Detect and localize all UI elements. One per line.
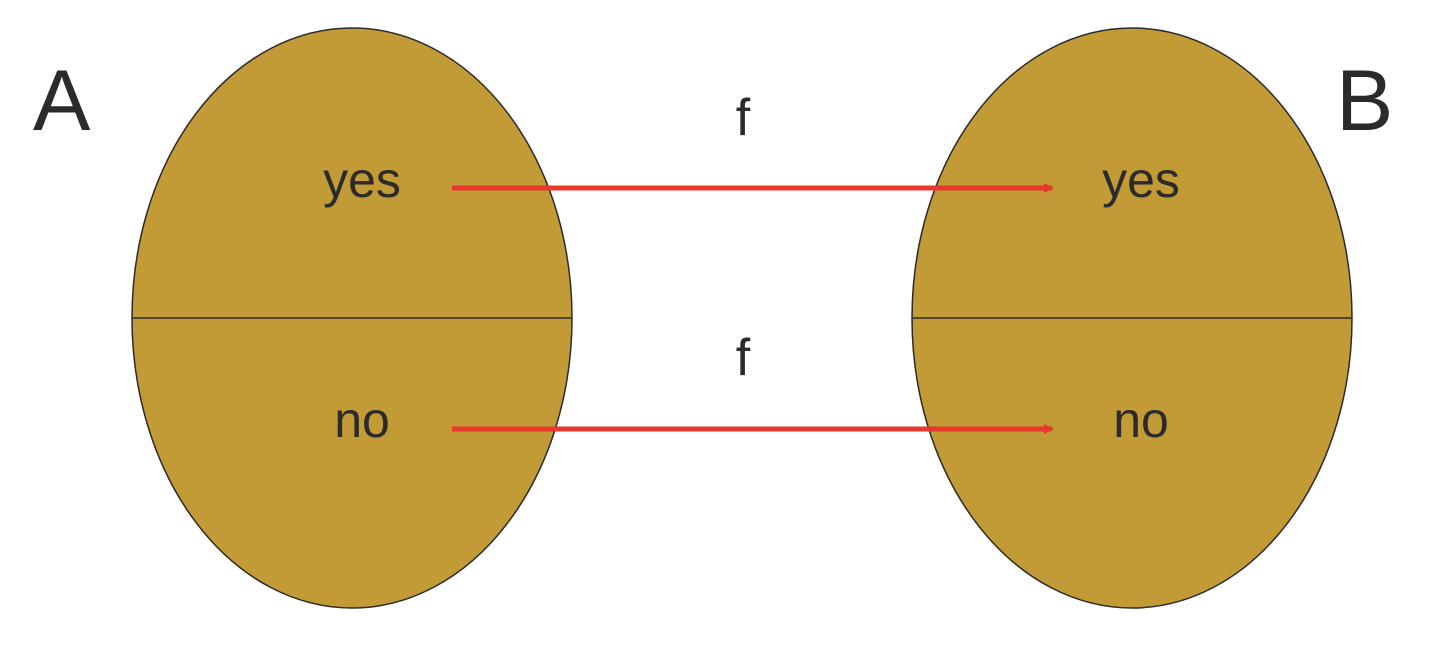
set-b-label: B [1336,53,1393,149]
set-b-element-yes: yes [1102,152,1180,208]
mapping-no-function-label: f [736,329,751,387]
set-a: A yes no [33,27,573,609]
mapping-yes-function-label: f [736,89,751,147]
set-a-element-no: no [334,392,390,448]
set-b: B yes no [911,27,1393,609]
mapping-yes: f [452,89,1054,193]
mapping-no: f [452,329,1054,434]
set-a-label: A [33,53,91,149]
set-a-element-yes: yes [323,152,401,208]
set-b-element-no: no [1113,392,1169,448]
